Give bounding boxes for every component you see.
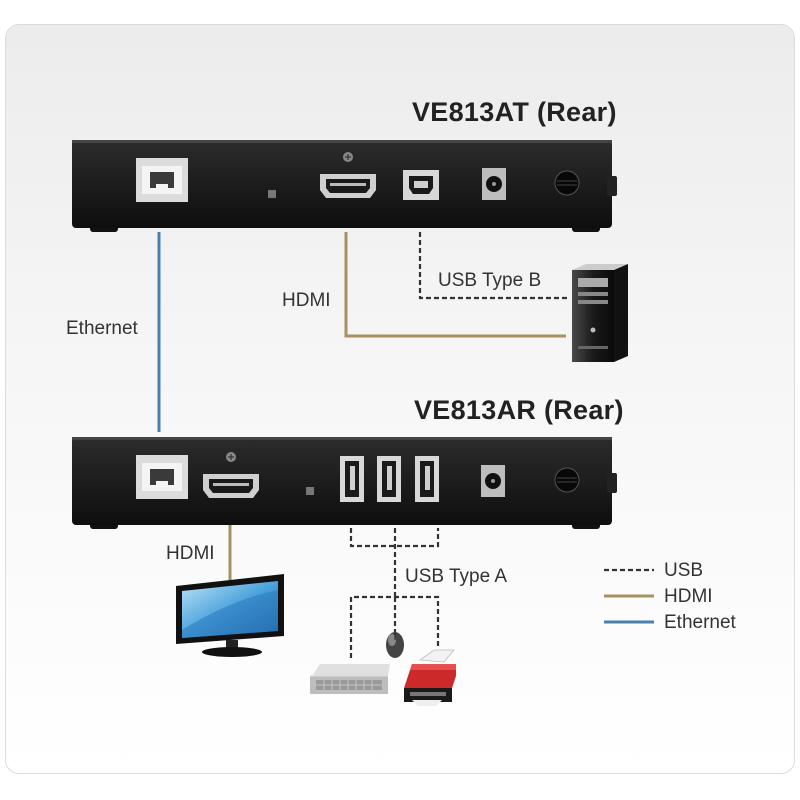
legend-ethernet-label: Ethernet (664, 612, 736, 633)
mouse-icon (386, 632, 404, 658)
usb-type-b-label: USB Type B (438, 270, 542, 291)
legend-usb-label: USB (664, 560, 704, 581)
screw-icon (226, 452, 236, 462)
status-led-icon (268, 190, 276, 198)
usb-a-port-icon (415, 456, 439, 502)
ground-knob-icon (554, 170, 580, 196)
printer-icon (404, 649, 456, 706)
usb-a-port-icon (377, 456, 401, 502)
hdmi-top-label: HDMI (282, 290, 331, 311)
hdmi-port-icon (203, 474, 259, 498)
pc-tower-icon (572, 264, 628, 362)
hdmi-port-icon (320, 174, 376, 198)
keyboard-icon (310, 664, 390, 694)
legend-hdmi-label: HDMI (664, 586, 713, 607)
ve813at-device (72, 140, 617, 232)
usb-type-a-label: USB Type A (405, 566, 508, 587)
usb-a-port-icon (340, 456, 364, 502)
ve813ar-device (72, 437, 617, 529)
ground-knob-icon (554, 467, 580, 493)
power-jack-icon (481, 465, 505, 497)
rj45-port-icon (136, 455, 188, 499)
receiver-title: VE813AR (Rear) (414, 395, 624, 425)
hdmi-bottom-label: HDMI (166, 543, 215, 564)
hdmi-cable-top (344, 232, 566, 338)
usb-b-port-icon (403, 170, 439, 200)
status-led-icon (306, 487, 314, 495)
screw-icon (343, 152, 353, 162)
legend-lines (604, 568, 654, 624)
power-jack-icon (482, 168, 506, 200)
transmitter-title: VE813AT (Rear) (412, 97, 617, 127)
ethernet-label: Ethernet (66, 318, 138, 339)
usb-b-cable (418, 232, 570, 300)
usb-a-cables (349, 528, 440, 658)
rj45-port-icon (136, 158, 188, 202)
monitor-icon (176, 574, 284, 657)
